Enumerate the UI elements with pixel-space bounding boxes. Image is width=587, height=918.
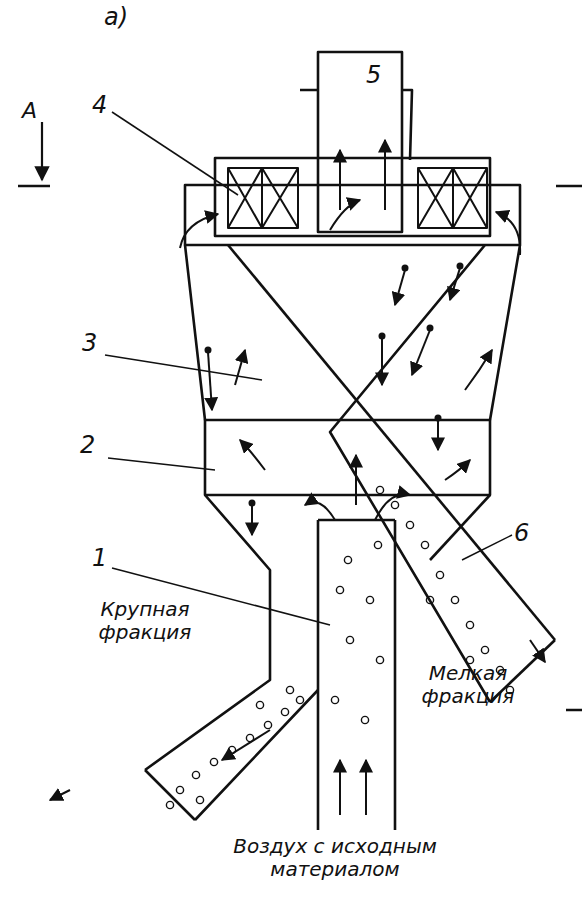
vane-blades bbox=[228, 168, 487, 228]
material-particles bbox=[166, 486, 513, 808]
particle bbox=[344, 556, 351, 563]
particle bbox=[196, 796, 203, 803]
particle bbox=[296, 696, 303, 703]
particle bbox=[361, 716, 368, 723]
particle bbox=[374, 541, 381, 548]
particle-arrows bbox=[208, 268, 460, 535]
particle bbox=[436, 571, 443, 578]
particle bbox=[246, 734, 253, 741]
figure-letter: а) bbox=[104, 4, 154, 32]
particle bbox=[346, 636, 353, 643]
particle bbox=[228, 746, 235, 753]
leader-lines bbox=[105, 112, 512, 625]
particle bbox=[192, 771, 199, 778]
particle bbox=[336, 586, 343, 593]
flow-label: Крупная фракция bbox=[80, 598, 210, 644]
inlet-pipe bbox=[318, 520, 395, 830]
callout-number: 5 bbox=[366, 62, 396, 90]
particle bbox=[176, 786, 183, 793]
particle bbox=[426, 596, 433, 603]
section-line bbox=[18, 186, 582, 710]
particle bbox=[391, 501, 398, 508]
particle bbox=[331, 696, 338, 703]
flow-label: Мелкая фракция bbox=[408, 662, 528, 708]
particle bbox=[451, 596, 458, 603]
flow-arrows bbox=[50, 140, 545, 815]
particle bbox=[376, 486, 383, 493]
particle bbox=[466, 621, 473, 628]
particle bbox=[166, 801, 173, 808]
callout-number: 1 bbox=[92, 545, 122, 573]
coarse-outlet bbox=[145, 690, 318, 820]
inner-cone-wall bbox=[228, 245, 555, 640]
particle bbox=[421, 541, 428, 548]
callout-number: 4 bbox=[92, 92, 122, 120]
vane-ring bbox=[215, 158, 490, 236]
particle bbox=[286, 686, 293, 693]
particle bbox=[406, 521, 413, 528]
flow-label: Воздух с исходным материалом bbox=[190, 835, 480, 881]
outlet-pipe bbox=[318, 52, 402, 232]
particle bbox=[281, 708, 288, 715]
swirl-band bbox=[205, 420, 490, 495]
particle bbox=[256, 701, 263, 708]
section-letter: А bbox=[22, 98, 52, 123]
particle bbox=[366, 596, 373, 603]
particle-dots bbox=[205, 263, 464, 507]
pipe-flange bbox=[300, 90, 412, 160]
callout-number: 6 bbox=[514, 520, 544, 548]
inner-cone-wall bbox=[330, 245, 490, 702]
callout-number: 2 bbox=[80, 432, 110, 460]
particle bbox=[264, 721, 271, 728]
particle bbox=[481, 646, 488, 653]
particle bbox=[376, 656, 383, 663]
callout-number: 3 bbox=[82, 330, 112, 358]
particle bbox=[210, 758, 217, 765]
section-arrow bbox=[41, 122, 43, 180]
